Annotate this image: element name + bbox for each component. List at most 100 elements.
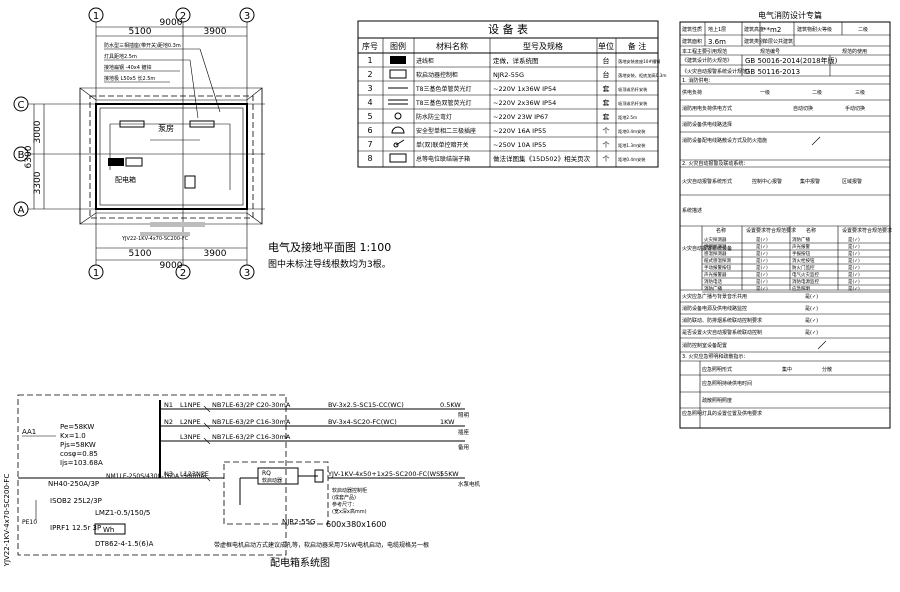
- th-no: 序号: [362, 41, 378, 51]
- breaker-switch: [203, 437, 211, 445]
- circuit-load: 0.5KW: [440, 401, 461, 409]
- circuit-cable: BV-3x2.5-SC15-CC(WC): [328, 401, 404, 409]
- meter-box-label: Wh: [103, 526, 114, 534]
- softstart-size: 600x380x1600: [326, 520, 386, 529]
- eq-name: 安全型单相二三极插座: [416, 127, 476, 135]
- spd2: IPRF1 12.5r 3P: [50, 524, 101, 532]
- fd-linkage-group: 火灾自动报警系统设备: [682, 245, 732, 252]
- panel-enclosure: [17, 394, 287, 556]
- fd-row-c-yes: 是(✓): [805, 318, 818, 324]
- fd-item-right: 防火门监控: [792, 264, 815, 271]
- building-wall: [95, 103, 248, 210]
- eq-note: 吸顶或吊杆安装: [618, 86, 648, 93]
- eq-unit: 个: [603, 127, 610, 135]
- eq-name: 总等电位联结端子箱: [416, 155, 470, 163]
- fd-item-left: 火灾探测器: [704, 236, 727, 243]
- eq-spec: 做法详图集《15D502》相关页次: [493, 154, 591, 163]
- fd-fas-b: 集中报警: [800, 178, 820, 185]
- legend-lamp-icon: [394, 112, 402, 120]
- eq-no: 8: [367, 154, 372, 163]
- softstart-enclosure: [223, 461, 329, 525]
- annot-3: 接地扁钢 -40x4 镀锌: [104, 64, 152, 71]
- fd-emg-a: 集中: [782, 366, 792, 373]
- fd-level-2: 二级: [812, 89, 822, 96]
- fd-item-right: 声光报警: [792, 243, 810, 250]
- cabinet-aa1: [108, 158, 124, 166]
- circuit-use: 插座: [458, 428, 470, 436]
- axis-label-1-bottom: 1: [93, 268, 99, 279]
- circuit-use: 照明: [458, 412, 470, 419]
- dim-bottom-b: 3900: [204, 249, 227, 259]
- th-unit: 单位: [598, 41, 614, 51]
- legend-softstart-icon: [389, 69, 407, 79]
- fd-emg-form: 应急照明形式: [702, 366, 732, 373]
- circuit-load: 55KW: [440, 470, 459, 478]
- fd-r1-3: **m2: [763, 26, 781, 34]
- fd-std2-name: 《火灾自动报警系统设计规范》: [682, 68, 752, 75]
- fd-item-left-yes: 是(✓): [756, 286, 768, 292]
- eq-no: 1: [367, 56, 372, 65]
- fd-item-left-yes: 是(✓): [756, 265, 768, 271]
- fire-title: 电气消防设计专篇: [758, 10, 822, 20]
- fd-item-right-yes: 是(✓): [848, 286, 860, 292]
- circuit-breaker: NB7LE-63/2P C16-30mA: [212, 418, 291, 426]
- fd-line-select: 消防设备供电线路选择: [682, 121, 732, 128]
- fd-row-b: 消防设备电源及供电线路监控: [682, 305, 747, 312]
- eq-note: 距地0.4m安装: [618, 128, 646, 135]
- fd-fas-desc: 系统描述: [682, 207, 702, 214]
- bottom-note: 带虚框电机启动方式建议成孔等，软启动器采用75kW电机启动，电缆规格另一根: [214, 541, 429, 549]
- fd-item-left-yes: 是(✓): [756, 279, 768, 285]
- eq-name: 进线柜: [416, 57, 434, 65]
- fd-item-right-yes: 是(✓): [848, 279, 860, 285]
- eq-spec: ~220V 1x36W IP54: [493, 85, 556, 93]
- circuit-use: 水泵电机: [458, 480, 481, 488]
- fd-item-left-yes: 是(✓): [756, 237, 768, 243]
- fd-std2-code: GB 50116-2013: [745, 68, 800, 76]
- pe-value: Pe=58KW: [60, 423, 94, 431]
- fd-item-right-yes: 是(✓): [848, 258, 860, 264]
- feeder-label: YJV22-1KV-4x70-SC200-FC: [121, 236, 189, 242]
- fd-section-3: 3. 火灾应急照明和疏散指示：: [682, 353, 748, 360]
- fd-row-a-yes: 是(✓): [805, 294, 818, 300]
- fd-item-left: 消防广播: [704, 285, 722, 292]
- fd-row-d-yes: 是(✓): [805, 330, 818, 336]
- pjs-value: Pjs=58KW: [60, 441, 96, 449]
- svg-text:2: 2: [180, 11, 186, 22]
- fd-r1-4: 建筑物耐火等级: [797, 26, 832, 33]
- fd-col-name-r: 名称: [806, 227, 816, 234]
- dim-side-b: 3300: [33, 171, 43, 194]
- fd-item-right: 电气火灾监控: [792, 271, 819, 278]
- fd-backup: 消防用电负荷供电方式: [682, 105, 732, 112]
- eq-spec: 定做，详系统图: [493, 56, 539, 65]
- fd-std1-code: GB 50016-2014(2018年版): [745, 56, 838, 65]
- eq-note: 吸顶或吊杆安装: [618, 100, 648, 107]
- fd-item-left: 感烟探测器: [704, 243, 727, 250]
- th-legend: 图例: [390, 41, 406, 51]
- fd-col-setting-r: 设置要求符合规范要求: [842, 227, 892, 234]
- circuit-breaker: NB7LE-63/2P C16-30mA: [212, 433, 291, 441]
- pump-symbol: [184, 175, 196, 189]
- axis-label-c: C: [18, 100, 25, 111]
- eq-unit: 个: [603, 155, 610, 163]
- eq-spec: ~220V 16A IP55: [493, 127, 546, 135]
- eq-spec: ~250V 10A IP55: [493, 141, 546, 149]
- fd-r3-1: 规范编号: [760, 48, 780, 55]
- fd-row-d: 是否设置火灾自动报警系统联动控制: [682, 329, 762, 336]
- spd: ISOB2 25L2/3P: [50, 497, 102, 505]
- legend-terminal-icon: [389, 153, 407, 163]
- eq-unit: 套: [603, 98, 610, 107]
- fd-section-2: 2. 火灾自动报警及联动系统：: [682, 160, 748, 167]
- system-diagram: YJV22-1KV-4x70-SC200-FC AA1 Pe=58KW Kx=1…: [3, 394, 481, 569]
- fd-item-right: 消火栓按钮: [792, 257, 815, 264]
- eq-unit: 台: [603, 70, 610, 79]
- fd-item-right: 应急照明: [792, 285, 810, 292]
- dim-side-a: 3000: [33, 120, 43, 143]
- dim-top-a: 5100: [129, 27, 152, 37]
- softstart-note-2: (成套产品): [332, 494, 356, 501]
- legend-cabinet-icon: [390, 56, 406, 64]
- legend-socket-icon: [391, 126, 405, 134]
- ijs-value: Ijs=103.68A: [60, 459, 103, 467]
- circuit-use: 备用: [458, 443, 469, 451]
- dim-top-b: 3900: [204, 27, 227, 37]
- fluorescent-light-1: [119, 120, 145, 128]
